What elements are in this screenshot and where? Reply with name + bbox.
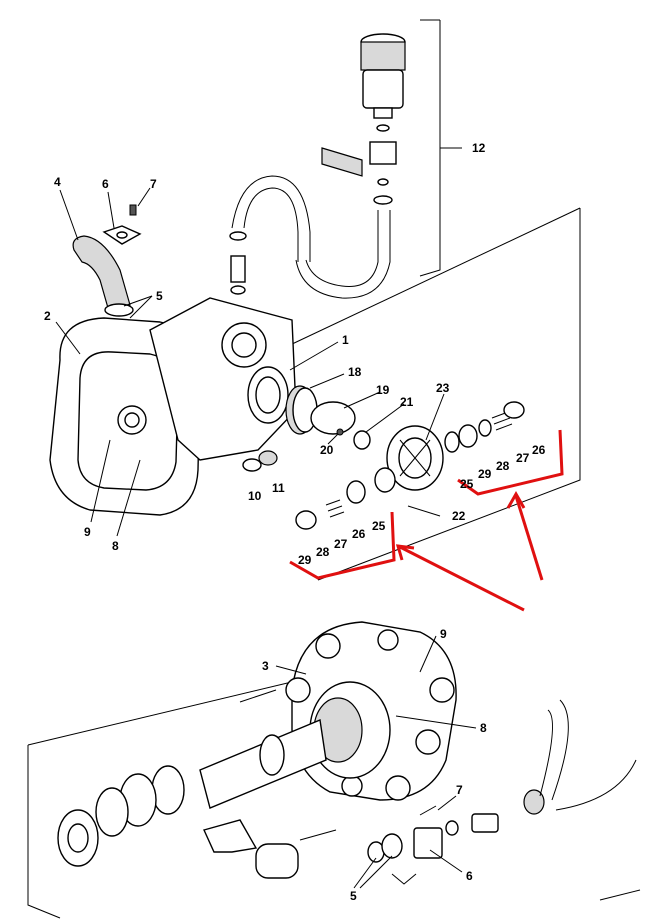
label-12: 12 — [472, 141, 486, 155]
label-27-right: 27 — [516, 451, 530, 465]
upper-frame — [289, 19, 581, 581]
red-highlights — [289, 429, 564, 612]
label-1: 1 — [342, 333, 349, 347]
label-3: 3 — [262, 659, 269, 673]
label-26-left: 26 — [352, 527, 366, 541]
label-7-lower: 7 — [456, 783, 463, 797]
label-25-left: 25 — [372, 519, 386, 533]
label-18: 18 — [348, 365, 362, 379]
leader-lines — [55, 187, 477, 889]
label-11: 11 — [272, 481, 285, 495]
label-2: 2 — [44, 309, 51, 323]
label-29-right: 29 — [478, 467, 492, 481]
label-9-upper: 9 — [84, 525, 91, 539]
label-19: 19 — [376, 383, 390, 397]
lower-assembly — [57, 621, 637, 885]
label-28-right: 28 — [496, 459, 510, 473]
label-29-left: 29 — [298, 553, 312, 567]
label-5: 5 — [156, 289, 163, 303]
label-25-right: 25 — [460, 477, 474, 491]
label-22: 22 — [452, 509, 466, 523]
hose-loop — [229, 175, 311, 295]
label-10: 10 — [248, 489, 262, 503]
label-26-right: 26 — [532, 443, 546, 457]
callout-labels: 12 4 6 7 5 2 1 18 19 23 21 26 27 28 29 2… — [44, 141, 546, 903]
label-27-left: 27 — [334, 537, 348, 551]
label-5-lower: 5 — [350, 889, 357, 903]
label-9-lower: 9 — [440, 627, 447, 641]
label-28-left: 28 — [316, 545, 330, 559]
label-6: 6 — [102, 177, 109, 191]
label-23: 23 — [436, 381, 450, 395]
label-8-lower: 8 — [480, 721, 487, 735]
lower-frame — [27, 679, 641, 919]
filter-assembly — [295, 33, 406, 299]
label-8-upper: 8 — [112, 539, 119, 553]
label-4: 4 — [54, 175, 61, 189]
label-20: 20 — [320, 443, 334, 457]
pump-body — [49, 204, 525, 530]
label-6-lower: 6 — [466, 869, 473, 883]
label-7: 7 — [150, 177, 157, 191]
label-21: 21 — [400, 395, 414, 409]
